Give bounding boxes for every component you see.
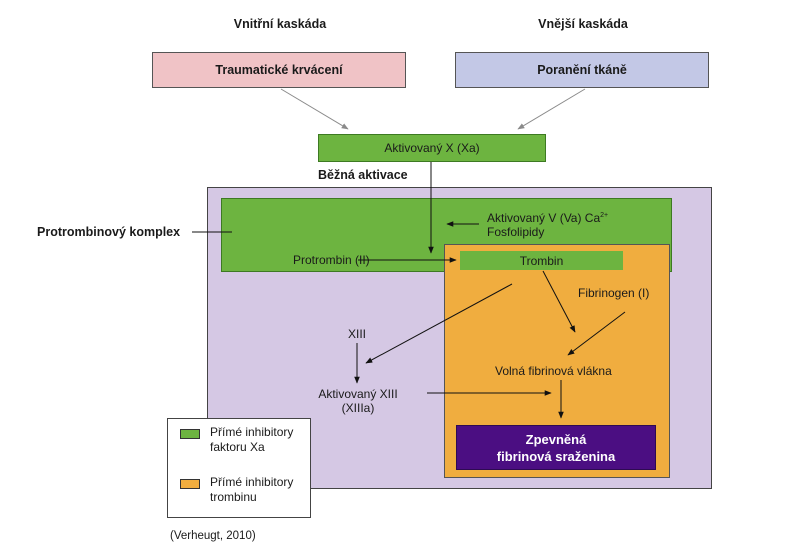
thrombin-bar: Trombin	[460, 251, 623, 270]
common-activation-heading: Běžná aktivace	[318, 168, 408, 182]
legend-label-thrombin: Přímé inhibitory trombinu	[210, 475, 293, 505]
legend-thrombin-line1: Přímé inhibitory	[210, 475, 294, 489]
factor-xiii-label: XIII	[348, 327, 367, 341]
activated-xiii-line2: (XIIIa)	[341, 401, 375, 415]
extrinsic-cascade-heading: Vnější kaskáda	[538, 17, 628, 31]
clot-line1: Zpevněná	[525, 431, 587, 447]
tissue-injury-box: Poranění tkáně	[455, 52, 709, 88]
arrow-fibrinogen-to-fibrin	[567, 311, 626, 356]
thrombin-label: Trombin	[519, 253, 564, 268]
calcium-superscript: 2+	[600, 212, 609, 219]
citation: (Verheugt, 2010)	[170, 530, 256, 542]
traumatic-bleeding-box: Traumatické krvácení	[152, 52, 406, 88]
arrow-trauma-to-xa	[280, 88, 349, 130]
arrow-injury-to-xa	[517, 88, 586, 130]
activated-x-box: Aktivovaný X (Xa)	[318, 134, 546, 162]
prothrombin-label: Protrombin (II)	[293, 253, 370, 267]
legend: Přímé inhibitory faktoru Xa Přímé inhibi…	[167, 418, 311, 518]
loose-fibrin-label: Volná fibrinová vlákna	[495, 364, 612, 378]
intrinsic-cascade-heading: Vnitřní kaskáda	[233, 17, 327, 31]
activated-xiii-label: Aktivovaný XIII (XIIIa)	[314, 387, 402, 415]
prothrombinase-complex-label: Protrombinový komplex	[37, 225, 181, 239]
activated-xiii-line1: Aktivovaný XIII	[318, 387, 398, 401]
legend-swatch-xa	[180, 429, 200, 439]
activated-v-line1: Aktivovaný V (Va) Ca	[487, 211, 601, 225]
legend-xa-line2: faktoru Xa	[210, 440, 265, 454]
clot-line2: fibrinová sraženina	[496, 448, 616, 464]
legend-label-xa: Přímé inhibitory faktoru Xa	[210, 425, 293, 455]
arrow-thrombin-to-fibrin	[542, 270, 576, 333]
legend-thrombin-line2: trombinu	[210, 490, 257, 504]
fibrinogen-label: Fibrinogen (I)	[578, 286, 650, 300]
phospholipids-line: Fosfolipidy	[487, 225, 545, 239]
stabilized-clot-box: Zpevněná fibrinová sraženina	[456, 425, 656, 470]
activated-v-label: Aktivovaný V (Va) Ca2+ Fosfolipidy	[487, 209, 608, 239]
tissue-injury-label: Poranění tkáně	[537, 63, 627, 77]
traumatic-bleeding-label: Traumatické krvácení	[215, 63, 343, 77]
arrow-thrombin-to-xiiia	[365, 283, 513, 364]
legend-swatch-thrombin	[180, 479, 200, 489]
activated-x-label: Aktivovaný X (Xa)	[384, 141, 480, 155]
legend-xa-line1: Přímé inhibitory	[210, 425, 294, 439]
